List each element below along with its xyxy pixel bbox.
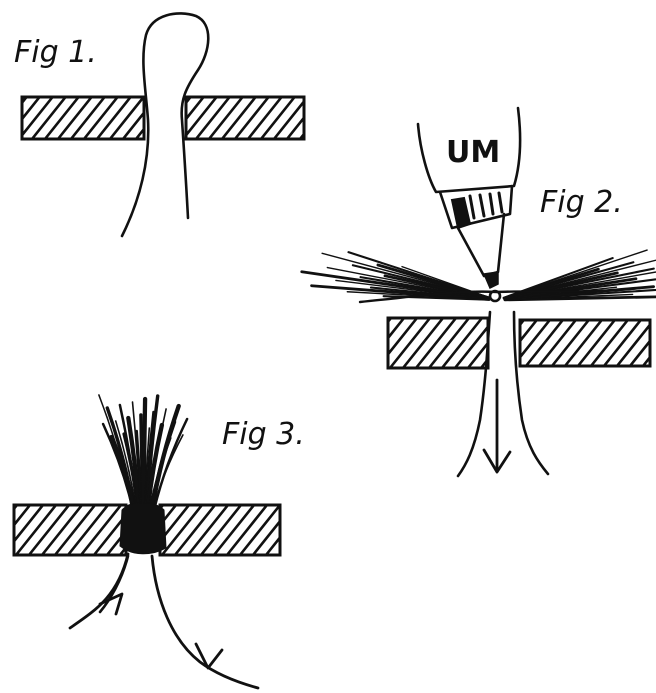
tool-tip bbox=[484, 272, 498, 288]
figure-2: Fig 2. UM bbox=[302, 108, 656, 476]
spray-fan bbox=[302, 250, 656, 302]
tool-label: UM bbox=[446, 135, 500, 170]
fig1-plate-left bbox=[0, 97, 209, 139]
curved-arrow-in-icon bbox=[70, 554, 128, 628]
fig3-bristles bbox=[99, 395, 187, 510]
fig3-plug bbox=[120, 503, 166, 554]
figure-1: Fig 1. bbox=[0, 13, 373, 236]
fig1-label: Fig 1. bbox=[14, 35, 97, 70]
curved-arrow-out-icon bbox=[100, 556, 258, 688]
fig2-plate-right bbox=[474, 320, 656, 366]
fig3-label: Fig 3. bbox=[222, 417, 305, 452]
figure-3: Fig 3. bbox=[0, 395, 358, 688]
fig2-label: Fig 2. bbox=[540, 185, 623, 220]
fig1-plate-right bbox=[144, 97, 373, 139]
down-arrow-icon bbox=[484, 380, 510, 472]
ultrasonic-tool: UM bbox=[418, 108, 520, 301]
